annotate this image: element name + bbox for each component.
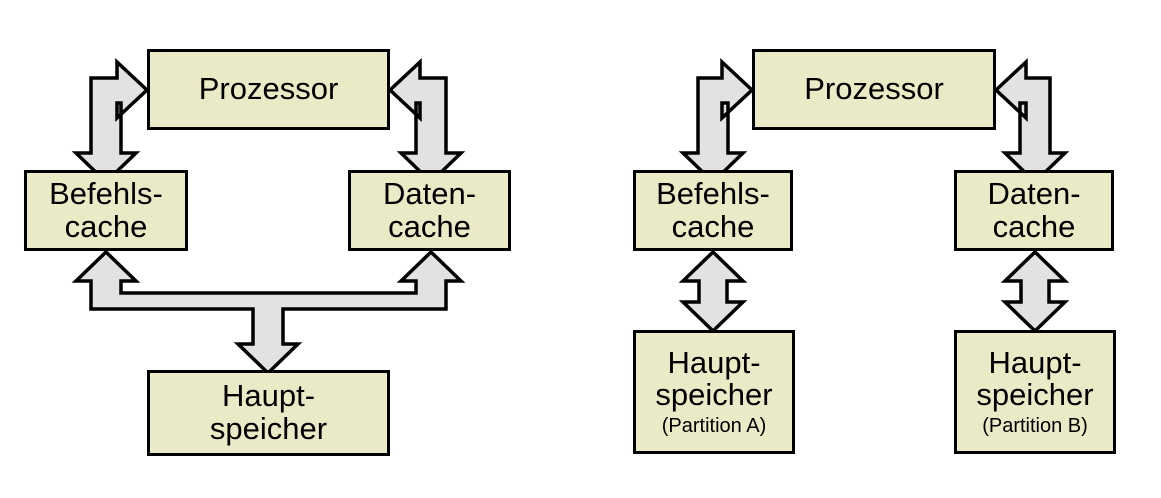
node-instruction-cache[interactable]: Befehls- cache [24,170,188,251]
arrow-caches-to-main-memory [71,249,466,376]
node-main-memory-b-label-line2: speicher [976,377,1094,413]
arrow-data-cache-to-memory-b [1000,249,1070,334]
arrow-processor-to-instruction-cache [678,57,755,185]
node-main-memory-b-partition-label: (Partition B) [982,415,1088,438]
node-main-memory-a-label-line2: speicher [655,377,773,413]
node-main-memory-a-label-line1: Haupt- [667,344,761,380]
node-processor-label: Prozessor [804,71,944,107]
diagram-harvard-shared-memory: Prozessor Befehls- cache Daten- cache Ha… [0,0,580,498]
node-data-cache[interactable]: Daten- cache [954,170,1114,251]
node-main-memory-label-line1: Haupt- [221,378,316,414]
node-data-cache-label-line1: Daten- [382,175,477,211]
arrow-processor-to-data-cache [387,57,466,185]
node-main-memory-label-line2: speicher [209,411,328,446]
node-data-cache[interactable]: Daten- cache [348,170,511,251]
node-instruction-cache[interactable]: Befehls- cache [633,170,793,251]
node-main-memory-partition-b[interactable]: Haupt- speicher (Partition B) [954,330,1116,454]
node-main-memory[interactable]: Haupt- speicher [147,370,390,456]
node-main-memory-b-label-line1: Haupt- [988,344,1082,380]
node-processor[interactable]: Prozessor [752,49,996,130]
node-processor-label: Prozessor [198,71,339,107]
node-processor[interactable]: Prozessor [147,49,390,130]
node-instruction-cache-label-line2: cache [64,208,148,244]
arrow-processor-to-instruction-cache [71,57,150,185]
node-data-cache-label-line2: cache [992,208,1076,244]
node-instruction-cache-label-line2: cache [671,208,755,244]
node-main-memory-partition-a[interactable]: Haupt- speicher (Partition A) [633,330,795,454]
node-data-cache-label-line1: Daten- [987,175,1081,211]
arrow-instruction-cache-to-memory-a [678,249,748,334]
node-main-memory-a-partition-label: (Partition A) [661,415,767,438]
node-instruction-cache-label-line1: Befehls- [656,175,770,211]
arrow-processor-to-data-cache [993,57,1070,185]
node-instruction-cache-label-line1: Befehls- [49,175,163,211]
node-data-cache-label-line2: cache [388,208,471,244]
diagram-partitioned-memory: Prozessor Befehls- cache Daten- cache Ha… [580,0,1161,498]
